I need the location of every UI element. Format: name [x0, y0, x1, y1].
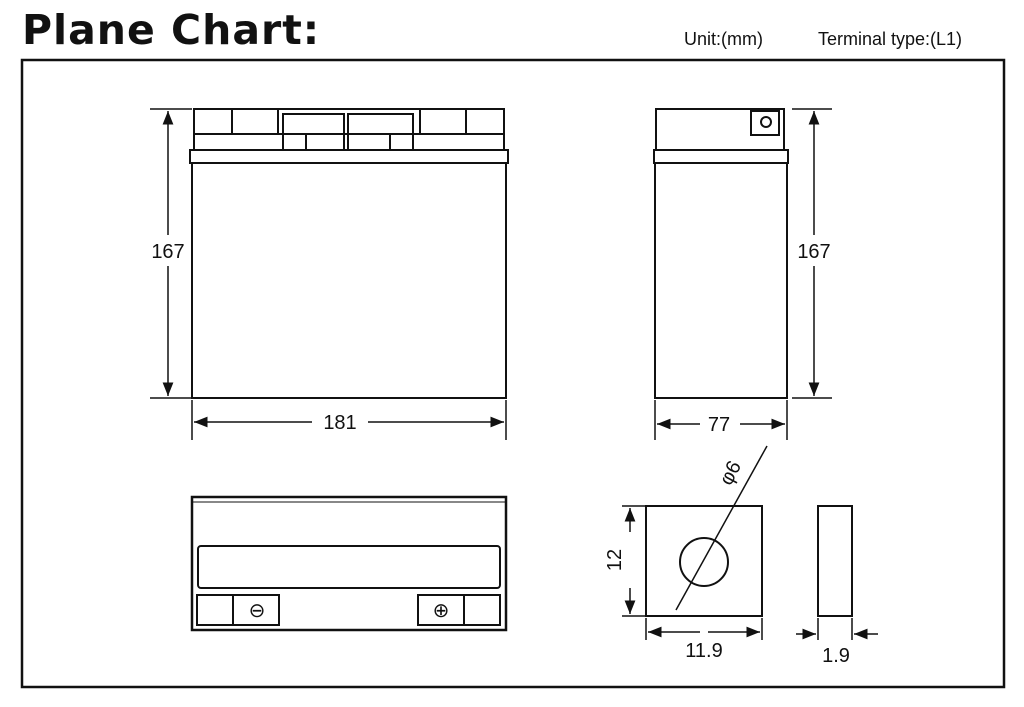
front-height-dimension	[150, 108, 192, 399]
front-view-body	[191, 162, 507, 399]
side-depth-dimension	[654, 400, 788, 440]
terminal-thickness-label: 1.9	[822, 645, 850, 667]
hole-diameter-label: φ6	[715, 457, 746, 489]
negative-terminal-symbol: ⊖	[249, 600, 266, 622]
front-view	[189, 108, 509, 399]
terminal-width-dimension	[645, 618, 763, 640]
side-view-rim	[653, 149, 789, 164]
page-title: Plane Chart:	[22, 6, 321, 54]
positive-terminal-symbol: ⊕	[433, 600, 450, 622]
front-view-rim	[189, 149, 509, 164]
hole-leader-line	[675, 445, 768, 611]
side-view	[653, 108, 789, 399]
front-height-label: 167	[151, 241, 184, 263]
front-width-label: 181	[323, 412, 356, 434]
terminal-hole	[679, 537, 729, 587]
side-view-body	[654, 162, 788, 399]
terminal-detail-front	[645, 445, 768, 617]
drawing-frame	[20, 58, 1006, 689]
side-depth-label: 77	[708, 414, 730, 436]
front-view-terminal-left	[282, 113, 345, 151]
top-view-terminal-negative	[196, 594, 234, 626]
front-view-terminal-right	[347, 113, 414, 151]
terminal-thickness-dimension	[796, 618, 878, 640]
top-view	[190, 495, 508, 632]
top-view-handle	[197, 545, 501, 589]
terminal-type-label: Terminal type:(L1)	[818, 29, 963, 49]
side-height-dimension	[792, 108, 832, 399]
front-width-dimension	[191, 400, 507, 440]
top-view-outline	[190, 495, 508, 632]
terminal-width-label: 11.9	[685, 640, 722, 662]
side-view-lid	[655, 108, 785, 151]
side-view-terminal	[750, 110, 780, 136]
unit-label: Unit:(mm)	[684, 29, 763, 49]
terminal-height-label: 12	[604, 549, 626, 571]
terminal-side-profile	[817, 505, 853, 617]
top-view-terminal-positive	[463, 594, 501, 626]
terminal-plate	[645, 505, 763, 617]
terminal-height-dimension	[622, 505, 646, 617]
side-height-label: 167	[797, 241, 830, 263]
